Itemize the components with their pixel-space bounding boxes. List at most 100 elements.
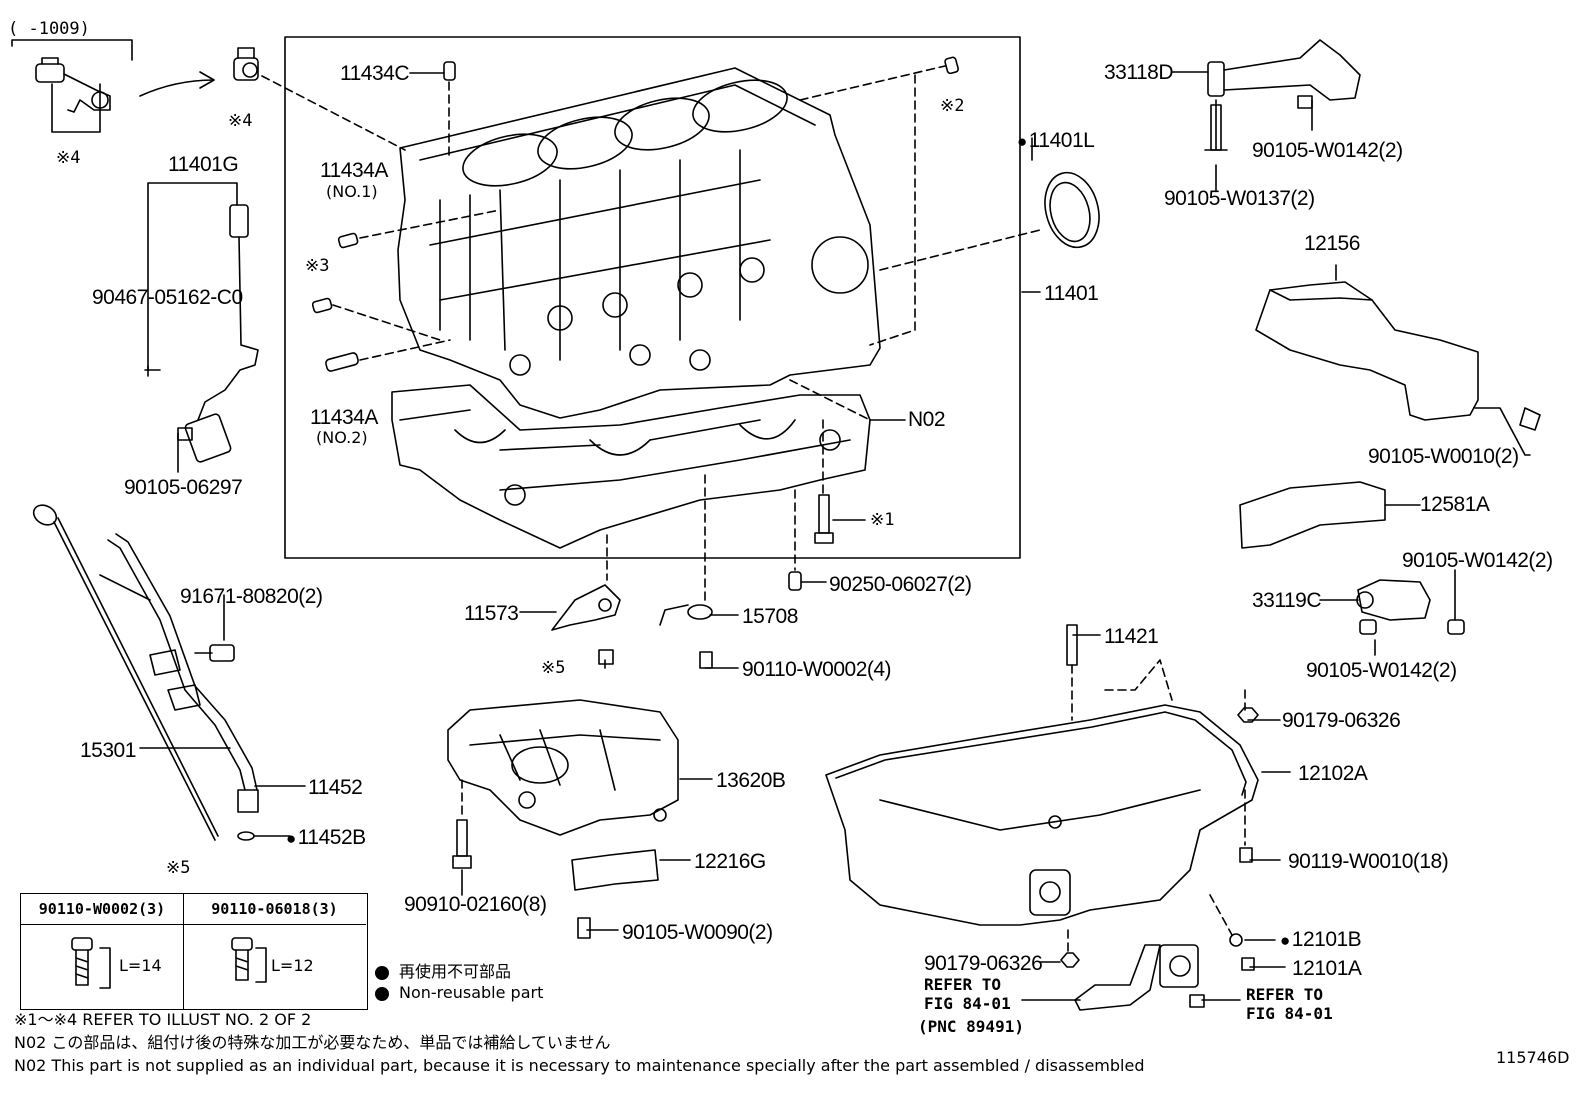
refer-1-line1: REFER TO xyxy=(924,975,1002,994)
label-11434A-1-sub: (NO.1) xyxy=(326,182,378,201)
mark-3: ※3 xyxy=(305,256,330,276)
label-91671: 91671-80820(2) xyxy=(180,585,323,608)
label-90105-W0142-c: 90105-W0142(2) xyxy=(1306,659,1457,682)
refer-1-line3: (PNC 89491) xyxy=(918,1017,1024,1036)
label-11452: 11452 xyxy=(308,776,363,799)
oil-pump-13620B xyxy=(447,699,679,836)
label-90105-W0142-b: 90105-W0142(2) xyxy=(1402,549,1553,572)
label-12156: 12156 xyxy=(1304,232,1360,255)
label-11401G: 11401G xyxy=(168,153,239,176)
oil-jet-detail xyxy=(35,57,111,133)
range-note: ( -1009) xyxy=(8,19,90,39)
mark-5b: ※5 xyxy=(166,858,191,878)
label-N02: N02 xyxy=(908,408,946,431)
label-90105-W0137: 90105-W0137(2) xyxy=(1164,187,1315,210)
label-90105-W0142-a: 90105-W0142(2) xyxy=(1252,139,1403,162)
bolt-90105-W0090 xyxy=(577,917,591,939)
mark-1: ※1 xyxy=(870,510,895,530)
leader-oil-jet xyxy=(261,75,406,151)
detail-arrow-head xyxy=(199,71,215,89)
dipstick-15301 xyxy=(32,504,219,841)
bolt-table-length-1: L=14 xyxy=(119,956,162,975)
label-90105-W0090: 90105-W0090(2) xyxy=(622,921,773,944)
part-12216G xyxy=(571,849,659,891)
oil-jet-15708 xyxy=(659,604,713,669)
bolt-table-header-2: 90110-06018(3) xyxy=(183,894,366,925)
bolt-mark-1 xyxy=(814,494,834,544)
legend-bullet-icon xyxy=(375,965,389,980)
label-90105-06297: 90105-06297 xyxy=(124,476,243,499)
cylinder-block xyxy=(397,67,881,419)
detail-arrow xyxy=(139,79,215,97)
bolt-91671 xyxy=(194,644,235,662)
label-13620B: 13620B xyxy=(716,769,786,792)
guide-tube-11452 xyxy=(99,533,259,813)
label-11434C: 11434C xyxy=(340,62,410,85)
label-90179-06326-b: 90179-06326 xyxy=(924,952,1043,975)
range-bracket xyxy=(11,39,133,61)
mark-2: ※2 xyxy=(940,96,965,116)
label-33118D: 33118D xyxy=(1104,61,1174,84)
pin-90250 xyxy=(788,571,802,591)
refer-2-line1: REFER TO xyxy=(1246,985,1324,1004)
pan-fasteners xyxy=(1060,707,1259,971)
label-12102A: 12102A xyxy=(1298,762,1368,785)
mark-4a: ※4 xyxy=(56,148,81,168)
refer-2-line2: FIG 84-01 xyxy=(1246,1004,1333,1023)
label-90105-W0010: 90105-W0010(2) xyxy=(1368,445,1519,468)
refer-1-line2: FIG 84-01 xyxy=(924,994,1011,1013)
label-11434A-1: 11434A xyxy=(320,159,388,182)
oil-jet-part xyxy=(233,47,259,81)
lower-crankcase xyxy=(391,384,871,549)
note-n02-en: N02 This part is not supplied as an indi… xyxy=(14,1056,1145,1075)
label-11421: 11421 xyxy=(1104,625,1159,648)
label-90119: 90119-W0010(18) xyxy=(1288,850,1449,873)
bolt-table-length-2: L=12 xyxy=(271,956,314,975)
oil-seal xyxy=(1044,171,1100,249)
dowel-pins xyxy=(311,56,959,372)
legend-en: Non-reusable part xyxy=(375,983,543,1002)
label-11573: 11573 xyxy=(464,602,519,625)
label-90467: 90467-05162-C0 xyxy=(92,286,243,309)
note-n02-jp: N02 この部品は、組付け後の特殊な加工が必要なため、単品では補給していません xyxy=(14,1033,611,1052)
label-12101A: 12101A xyxy=(1292,957,1362,980)
label-90179-06326-a: 90179-06326 xyxy=(1282,709,1401,732)
label-12216G: 12216G xyxy=(694,850,766,873)
label-33119C: 33119C xyxy=(1252,589,1322,612)
bracket-33118D xyxy=(1204,39,1361,151)
sensor-11401G xyxy=(144,204,259,463)
legend-en-text: Non-reusable part xyxy=(399,983,544,1002)
block-frame xyxy=(284,36,1021,559)
label-12101B: 12101B xyxy=(1280,929,1362,950)
label-15301: 15301 xyxy=(80,739,136,762)
label-11434A-2-sub: (NO.2) xyxy=(316,428,368,447)
label-11401L: 11401L xyxy=(1017,130,1095,151)
mark-5a: ※5 xyxy=(541,658,566,678)
label-15708: 15708 xyxy=(742,605,798,628)
illustration-number: 115746D xyxy=(1496,1048,1570,1067)
note-refer: ※1～※4 REFER TO ILLUST NO. 2 OF 2 xyxy=(14,1010,312,1029)
mark-4b: ※4 xyxy=(228,111,253,131)
bolt-table-header-1: 90110-W0002(3) xyxy=(21,894,183,925)
oil-pan-12102A xyxy=(825,704,1259,926)
pan-leaders xyxy=(1067,689,1246,956)
baffle-12156 xyxy=(1255,281,1541,431)
part-12581A xyxy=(1239,481,1386,549)
legend-bullet-icon xyxy=(375,986,389,1001)
strainer-bracket xyxy=(1074,944,1205,1011)
legend-jp-text: 再使用不可部品 xyxy=(399,962,512,981)
bolt-90910 xyxy=(452,819,472,869)
o-ring-11452B xyxy=(237,831,255,841)
label-90110-W0002-4: 90110-W0002(4) xyxy=(742,658,892,681)
bolt-table: 90110-W0002(3) 90110-06018(3) L=14 L=12 xyxy=(20,893,368,1010)
label-90250: 90250-06027(2) xyxy=(829,573,972,596)
bracket-33119C xyxy=(1356,579,1465,635)
bolt-table-divider xyxy=(183,894,184,1009)
bolt-table-icons xyxy=(71,937,267,989)
stud-11421 xyxy=(1066,624,1078,666)
legend-jp: 再使用不可部品 xyxy=(375,958,511,982)
bracket-11573 xyxy=(551,584,621,665)
label-11434A-2: 11434A xyxy=(310,406,378,429)
block-leaders xyxy=(332,65,1041,606)
